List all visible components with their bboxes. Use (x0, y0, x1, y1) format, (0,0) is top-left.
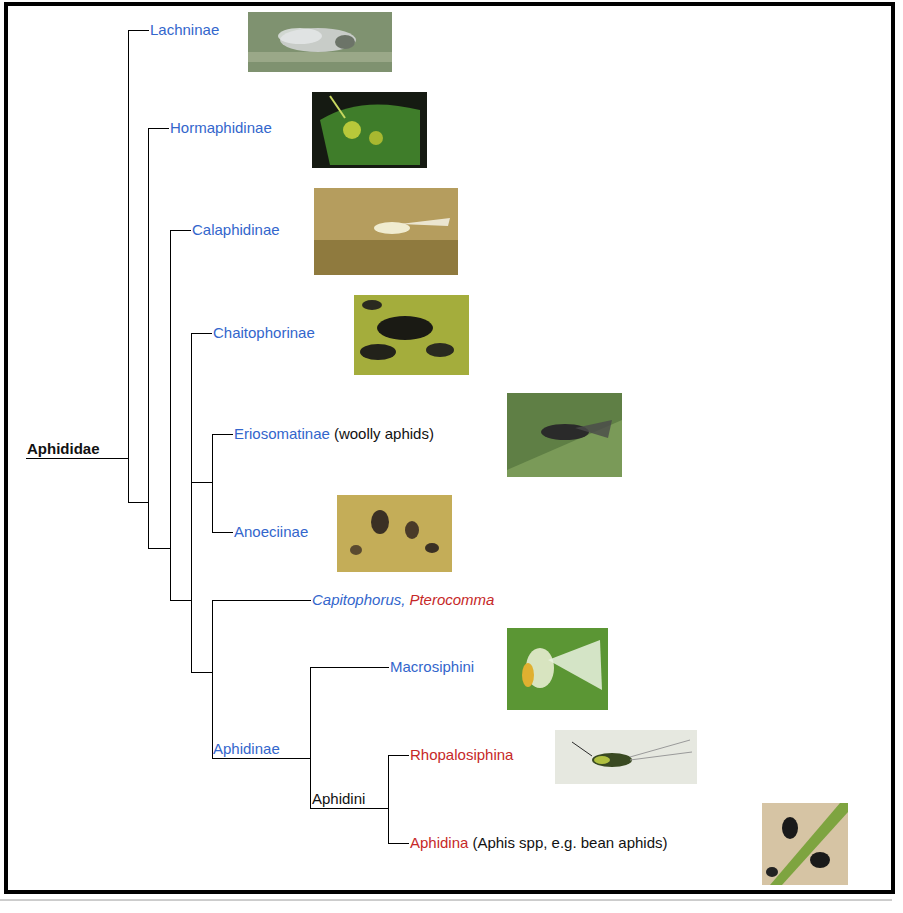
taxon-name: Lachninae (150, 21, 219, 39)
taxon-label: Macrosiphini (389, 658, 475, 676)
taxon-name: Aphidinae (213, 740, 280, 758)
taxon-label: Eriosomatinae(woolly aphids) (233, 425, 435, 443)
tree-branch (366, 755, 409, 808)
taxon-label: Aphidinae (212, 740, 281, 759)
tree-branch (101, 434, 233, 600)
taxon-name: Hormaphidinae (170, 119, 272, 137)
taxon-label: Aphidina(Aphis spp, e.g. bean aphids) (409, 834, 669, 852)
taxon-label: Anoeciinae (233, 523, 309, 541)
taxon-label: Aphidini (311, 790, 366, 809)
taxon-name: Capitophorus, (312, 591, 405, 609)
taxon-name: (Aphis spp, e.g. bean aphids) (472, 834, 667, 852)
taxon-name: Eriosomatinae (234, 425, 330, 443)
tree-branch (101, 458, 311, 672)
taxon-name: Macrosiphini (390, 658, 474, 676)
specimen-photo (507, 628, 608, 710)
taxon-label: Calaphidinae (191, 221, 281, 239)
specimen-photo (312, 92, 427, 168)
tree-branch (281, 667, 389, 758)
taxon-label: Capitophorus,Pterocomma (311, 591, 495, 609)
tree-branch (366, 808, 409, 843)
specimen-photo (507, 393, 622, 477)
rule-line (0, 900, 892, 901)
taxon-name: Anoeciinae (234, 523, 308, 541)
specimen-photo (314, 188, 458, 275)
taxon-name: Aphididae (27, 440, 100, 458)
tree-branch (281, 758, 311, 808)
taxon-name: (woolly aphids) (334, 425, 434, 443)
frame-border (6, 4, 893, 892)
specimen-photo (337, 495, 452, 572)
tree-branch (101, 333, 212, 600)
specimen-photo (762, 803, 848, 885)
tree-branch (101, 30, 149, 458)
taxon-name: Aphidina (410, 834, 468, 852)
tree-branch (101, 128, 169, 502)
taxon-name: Calaphidinae (192, 221, 280, 239)
taxon-label: Lachninae (149, 21, 220, 39)
specimen-photo (555, 730, 697, 784)
specimen-photo (354, 295, 469, 375)
taxon-label: Rhopalosiphina (409, 746, 514, 764)
tree-branch (101, 458, 233, 600)
taxon-name: Pterocomma (409, 591, 494, 609)
tree-branch (101, 230, 191, 548)
taxon-name: Chaitophorinae (213, 324, 315, 342)
taxon-name: Rhopalosiphina (410, 746, 513, 764)
taxon-label: Chaitophorinae (212, 324, 316, 342)
tree-branch (101, 458, 212, 758)
taxon-label: Aphididae (26, 440, 101, 459)
specimen-photo (248, 12, 392, 72)
taxon-label: Hormaphidinae (169, 119, 273, 137)
taxon-name: Aphidini (312, 790, 365, 808)
